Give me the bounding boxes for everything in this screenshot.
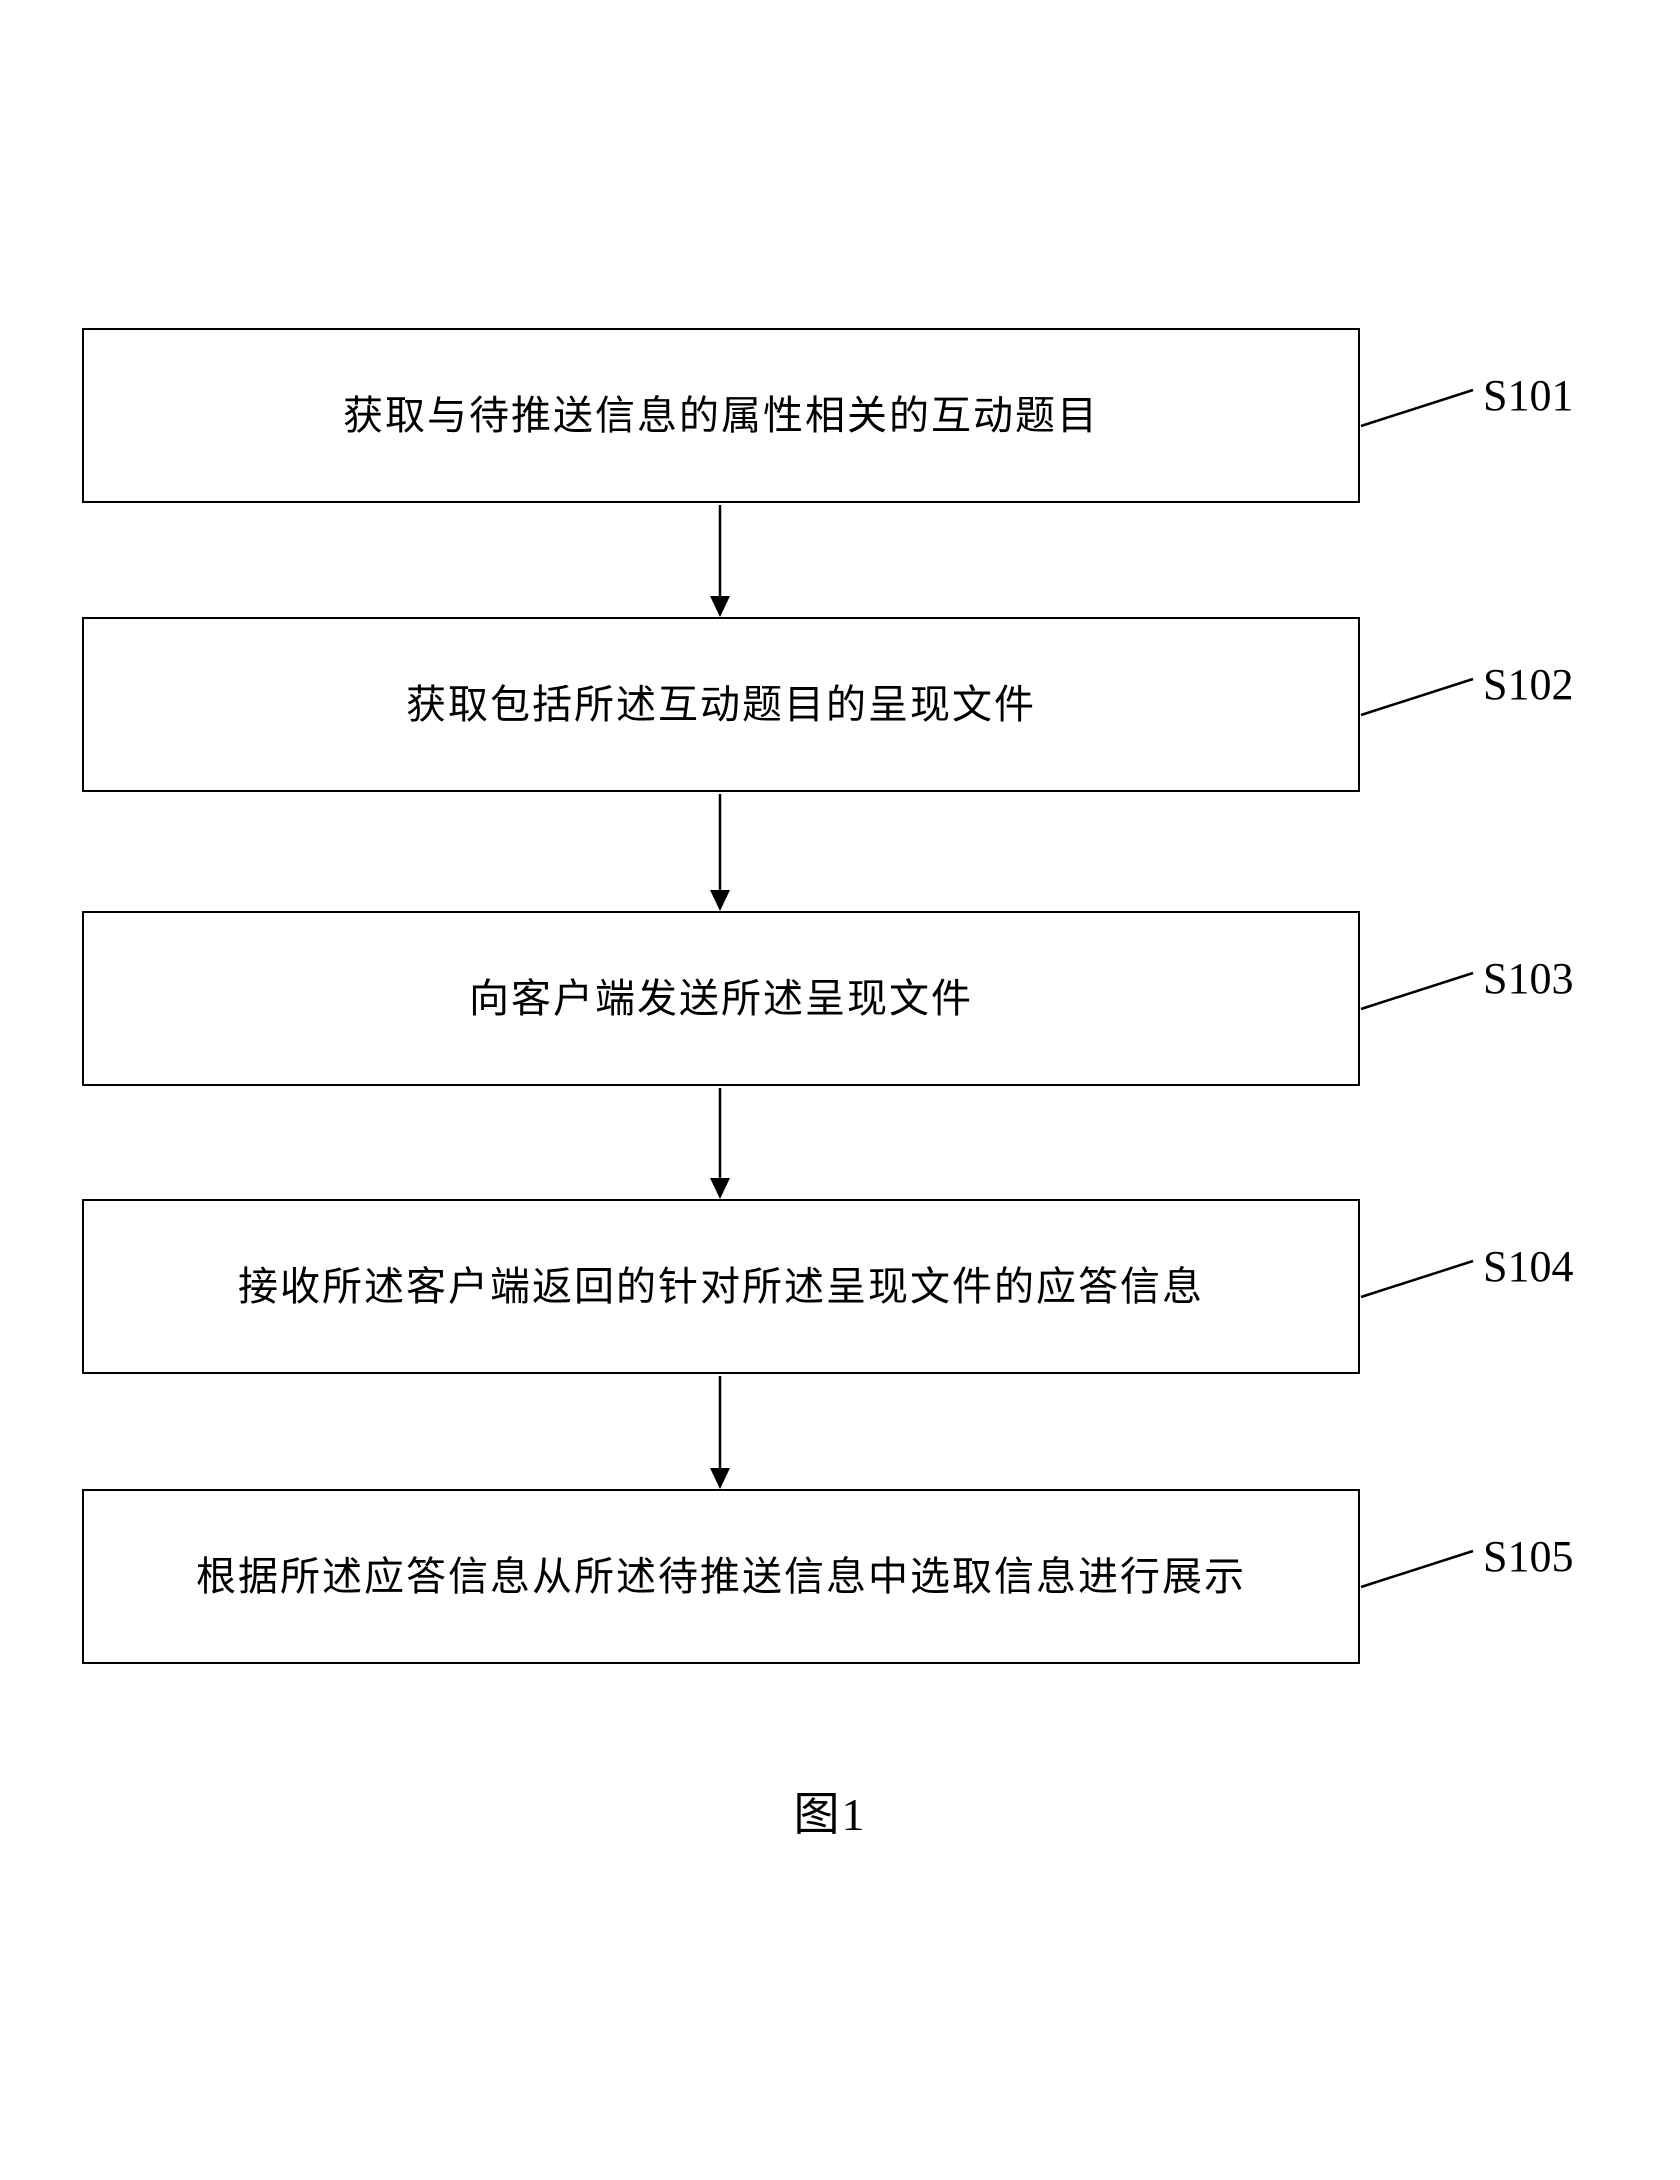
leader-line (1360, 971, 1474, 1011)
step-label-s104: S104 (1483, 1242, 1574, 1291)
flow-box-text: 向客户端发送所述呈现文件 (469, 975, 973, 1021)
flow-arrow (710, 794, 730, 911)
flow-arrow (710, 505, 730, 617)
step-label-s102: S102 (1483, 660, 1574, 709)
flow-box-step-2: 获取包括所述互动题目的呈现文件 (82, 617, 1360, 792)
flow-arrow (710, 1376, 730, 1489)
flow-box-step-4: 接收所述客户端返回的针对所述呈现文件的应答信息 (82, 1199, 1360, 1374)
flow-box-text: 获取与待推送信息的属性相关的互动题目 (343, 392, 1099, 438)
flow-box-step-5: 根据所述应答信息从所述待推送信息中选取信息进行展示 (82, 1489, 1360, 1664)
flow-box-text: 获取包括所述互动题目的呈现文件 (406, 681, 1036, 727)
leader-line (1360, 1259, 1474, 1299)
flow-box-text: 接收所述客户端返回的针对所述呈现文件的应答信息 (238, 1263, 1204, 1309)
flow-box-step-3: 向客户端发送所述呈现文件 (82, 911, 1360, 1086)
flow-box-step-1: 获取与待推送信息的属性相关的互动题目 (82, 328, 1360, 503)
step-label-s101: S101 (1483, 371, 1574, 420)
leader-line (1360, 1549, 1474, 1589)
figure-caption: 图1 (793, 1789, 867, 1840)
flow-box-text: 根据所述应答信息从所述待推送信息中选取信息进行展示 (196, 1553, 1246, 1599)
leader-line (1360, 388, 1474, 428)
leader-line (1360, 677, 1474, 717)
step-label-s103: S103 (1483, 954, 1574, 1003)
step-label-s105: S105 (1483, 1532, 1574, 1581)
flow-arrow (710, 1088, 730, 1199)
